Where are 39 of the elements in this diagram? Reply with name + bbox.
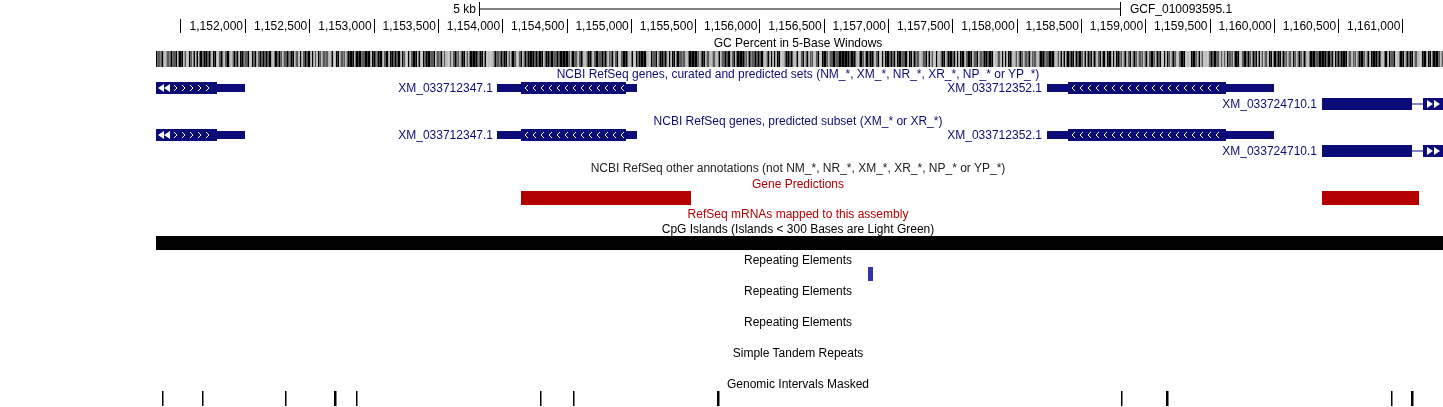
track-title: NCBI RefSeq genes, curated and predicted sets (NM_*, XM_*, NR_*, XR_*, NP_* or YP_*) bbox=[556, 67, 1040, 81]
coordinate-label: 1,152,000 bbox=[189, 19, 243, 33]
coordinate-label: 1,161,000 bbox=[1347, 19, 1401, 33]
coordinate-label: 1,158,000 bbox=[961, 19, 1015, 33]
track-title: Gene Predictions bbox=[751, 177, 845, 191]
gene-name: XM_033712352.1 bbox=[947, 81, 1042, 95]
gene-name: XM_033724710.1 bbox=[1222, 144, 1317, 158]
coordinate-label: 1,158,500 bbox=[1025, 19, 1079, 33]
coordinate-label: 1,156,000 bbox=[704, 19, 758, 33]
coordinate-label: 1,152,500 bbox=[253, 19, 308, 33]
coordinate-label: 1,157,500 bbox=[896, 19, 951, 33]
track-title: Genomic Intervals Masked bbox=[726, 377, 870, 391]
track-title: NCBI RefSeq other annotations (not NM_*, NR_*, XM_*, XR_*, NP_* or YP_*) bbox=[590, 161, 1006, 175]
coordinate-label: 1,159,000 bbox=[1089, 19, 1144, 33]
track-title: CpG Islands (Islands < 300 Bases are Light Green) bbox=[661, 222, 935, 236]
scale-bar-label: 5 kb bbox=[453, 2, 476, 16]
coordinate-label: 1,154,000 bbox=[446, 19, 501, 33]
coordinate-label: 1,157,000 bbox=[832, 19, 886, 33]
gene-name: XM_033712347.1 bbox=[398, 128, 493, 142]
coordinate-label: 1,156,500 bbox=[768, 19, 822, 33]
track-title: Repeating Elements bbox=[743, 315, 853, 329]
track-title: GC Percent in 5-Base Windows bbox=[713, 36, 883, 50]
track-title: Repeating Elements bbox=[743, 253, 853, 267]
gene-name: XM_033724710.1 bbox=[1222, 97, 1317, 111]
coordinate-label: 1,159,500 bbox=[1154, 19, 1208, 33]
coordinate-label: 1,153,000 bbox=[318, 19, 372, 33]
gene-name: XM_033712347.1 bbox=[398, 81, 493, 95]
coordinate-label: 1,155,500 bbox=[639, 19, 694, 33]
track-title: Simple Tandem Repeats bbox=[732, 346, 864, 360]
track-title: NCBI RefSeq genes, predicted subset (XM_* or XR_*) bbox=[653, 114, 943, 128]
track-title: Repeating Elements bbox=[743, 284, 853, 298]
coordinate-label: 1,155,000 bbox=[575, 19, 629, 33]
coordinate-label: 1,160,500 bbox=[1282, 19, 1337, 33]
gene-name: XM_033712352.1 bbox=[947, 128, 1042, 142]
coordinate-label: 1,153,500 bbox=[382, 19, 436, 33]
coordinate-label: 1,160,000 bbox=[1218, 19, 1272, 33]
track-title: RefSeq mRNAs mapped to this assembly bbox=[687, 207, 909, 221]
assembly-name: GCF_010093595.1 bbox=[1130, 2, 1233, 16]
coordinate-label: 1,154,500 bbox=[511, 19, 565, 33]
